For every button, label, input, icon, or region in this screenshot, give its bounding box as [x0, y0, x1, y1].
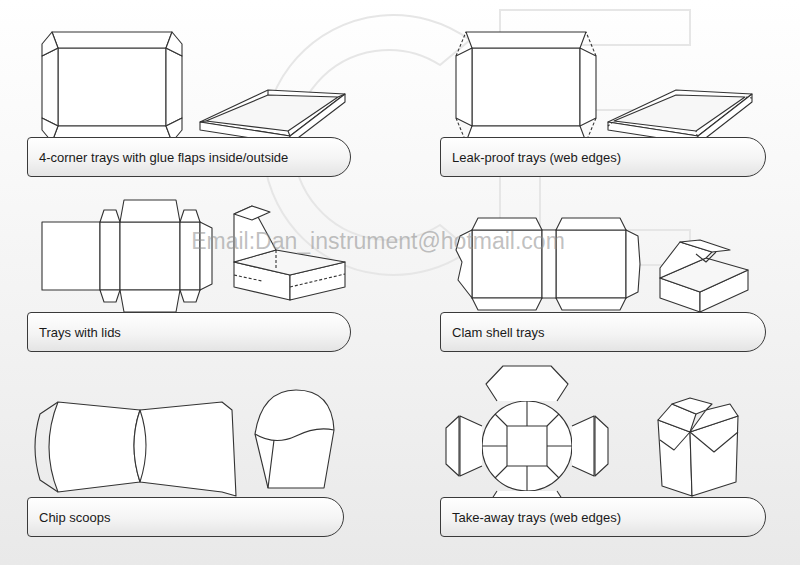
caption-box: Chip scoops	[27, 497, 344, 537]
caption-box: Trays with lids	[27, 312, 351, 352]
caption-box: Take-away trays (web edges)	[440, 497, 766, 537]
caption-box: 4-corner trays with glue flaps inside/ou…	[27, 137, 351, 177]
caption-box: Leak-proof trays (web edges)	[440, 137, 766, 177]
caption-box: Clam shell trays	[440, 312, 766, 352]
caption-text: Take-away trays (web edges)	[441, 510, 621, 525]
tray-drawings	[35, 32, 752, 526]
watermark: Email:Dan_instrument@hotmail.com	[191, 228, 565, 255]
caption-text: Clam shell trays	[441, 325, 544, 340]
caption-text: 4-corner trays with glue flaps inside/ou…	[28, 150, 288, 165]
caption-text: Leak-proof trays (web edges)	[441, 150, 621, 165]
caption-text: Trays with lids	[28, 325, 121, 340]
caption-text: Chip scoops	[28, 510, 111, 525]
